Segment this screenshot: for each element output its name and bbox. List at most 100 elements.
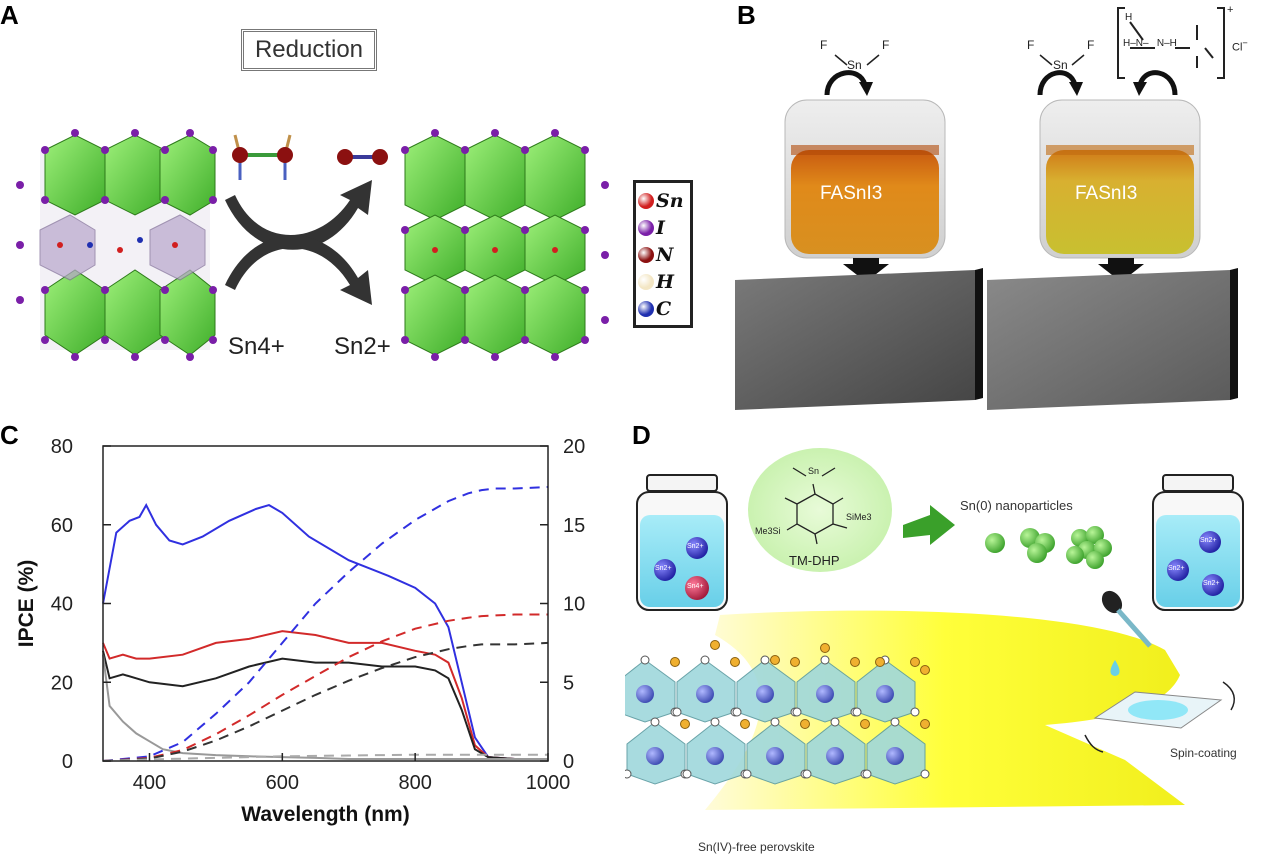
y2-tick-label: 15 xyxy=(563,515,585,537)
jar-right-sn2-c: Sn2+ xyxy=(1203,580,1220,587)
cation xyxy=(740,719,750,729)
series-line-7 xyxy=(102,753,548,762)
chloride-charge: − xyxy=(1242,38,1248,48)
cation xyxy=(850,657,860,667)
curved-arrows xyxy=(824,70,1178,96)
y-tick-label: 20 xyxy=(51,672,73,694)
sn-center xyxy=(696,685,714,703)
sn4-text: Sn4+ xyxy=(228,333,285,360)
sn2-label: Sn2+ xyxy=(334,333,391,361)
y-tick-label: 40 xyxy=(51,594,73,616)
cation xyxy=(680,719,690,729)
cation xyxy=(670,657,680,667)
sn-center xyxy=(706,747,724,765)
sn-center xyxy=(646,747,664,765)
iodide-vertex xyxy=(742,769,752,779)
iodide-vertex xyxy=(910,707,920,717)
series-line-3 xyxy=(102,654,548,760)
iodide-vertex xyxy=(672,707,682,717)
series-line-1 xyxy=(102,630,548,760)
cation xyxy=(820,643,830,653)
panel-b: B xyxy=(735,0,1269,410)
atom-swatch xyxy=(638,192,654,209)
y-tick-label: 80 xyxy=(51,436,73,458)
lattice-right xyxy=(401,129,609,361)
y2-tick-label: 10 xyxy=(563,594,585,616)
snf2-left-f2: F xyxy=(882,38,890,52)
me3si-label: Me3Si xyxy=(755,526,781,536)
sn-center xyxy=(886,747,904,765)
vial-scheme xyxy=(735,7,1238,410)
iodide-vertex xyxy=(682,769,692,779)
iodide-vertex xyxy=(732,707,742,717)
nanoparticles-label: Sn(0) nanoparticles xyxy=(960,498,1073,513)
snf2-left-sn: Sn xyxy=(847,58,862,72)
hydrazinium-bracket xyxy=(1117,7,1225,79)
atom-label: I xyxy=(656,216,665,239)
iodide-vertex xyxy=(802,769,812,779)
cation xyxy=(790,657,800,667)
jar-left xyxy=(636,474,728,611)
down-arrows xyxy=(843,258,1144,282)
reduction-scheme xyxy=(16,129,609,361)
y-tick-label: 60 xyxy=(51,515,73,537)
tm-dhp-structure xyxy=(784,467,848,545)
y-axis-label: IPCE (%) xyxy=(15,560,38,648)
sn-center xyxy=(766,747,784,765)
hydrazinium-structure: H H–N– N–H xyxy=(1123,12,1177,49)
series-line-4 xyxy=(102,486,549,762)
atom-legend-item: N xyxy=(638,241,688,268)
iodide-vertex xyxy=(792,707,802,717)
sn-center xyxy=(826,747,844,765)
spin-coating-label: Spin-coating xyxy=(1170,746,1237,760)
perovskite-lattice xyxy=(625,640,930,785)
nanoparticles xyxy=(985,526,1112,569)
cation xyxy=(910,657,920,667)
iodide-vertex xyxy=(830,717,840,727)
cation xyxy=(800,719,810,729)
tm-dhp-sn: Sn xyxy=(808,466,820,476)
atom-legend-item: C xyxy=(638,295,688,322)
atom-label: Sn xyxy=(656,189,684,212)
chloride-label: Cl− xyxy=(1232,38,1248,54)
jar-right-sn2-b: Sn2+ xyxy=(1168,565,1185,572)
y2-tick-label: 5 xyxy=(563,672,574,694)
hydrazine-molecule xyxy=(232,134,293,180)
x-tick-label: 800 xyxy=(398,772,431,794)
cation xyxy=(920,719,930,729)
series-line-5 xyxy=(102,613,548,762)
atom-swatch xyxy=(638,300,654,317)
jar-right-sn2-a: Sn2+ xyxy=(1200,537,1217,544)
vial-right xyxy=(1039,99,1201,259)
sn0-scheme xyxy=(625,448,1244,810)
iodide-vertex xyxy=(760,655,770,665)
sn-center xyxy=(816,685,834,703)
panel-letter-b: B xyxy=(737,0,756,30)
snf2-right-f1: F xyxy=(1027,38,1035,52)
lattice-left xyxy=(16,129,217,361)
x-tick-label: 1000 xyxy=(526,772,571,794)
snf2-right-sn: Sn xyxy=(1053,58,1068,72)
sem-right xyxy=(987,268,1238,410)
cation xyxy=(875,657,885,667)
y2-tick-label: 20 xyxy=(563,436,585,458)
panel-letter-a: A xyxy=(0,0,19,30)
panel-d: D xyxy=(625,420,1269,863)
spin-substrate xyxy=(1084,681,1236,753)
x-axis-label: Wavelength (nm) xyxy=(241,803,409,826)
n2-molecule xyxy=(337,149,388,165)
sem-left xyxy=(735,268,983,410)
iodide-vertex xyxy=(700,655,710,665)
x-tick-label: 400 xyxy=(133,772,166,794)
x-tick-label: 600 xyxy=(266,772,299,794)
pipette-icon xyxy=(1101,590,1152,676)
series-line-6 xyxy=(102,641,549,762)
series-line-0 xyxy=(102,502,548,760)
atom-legend-item: H xyxy=(638,268,688,295)
atom-label: H xyxy=(656,270,674,293)
perovskite-label: Sn(IV)-free perovskite xyxy=(698,840,815,854)
